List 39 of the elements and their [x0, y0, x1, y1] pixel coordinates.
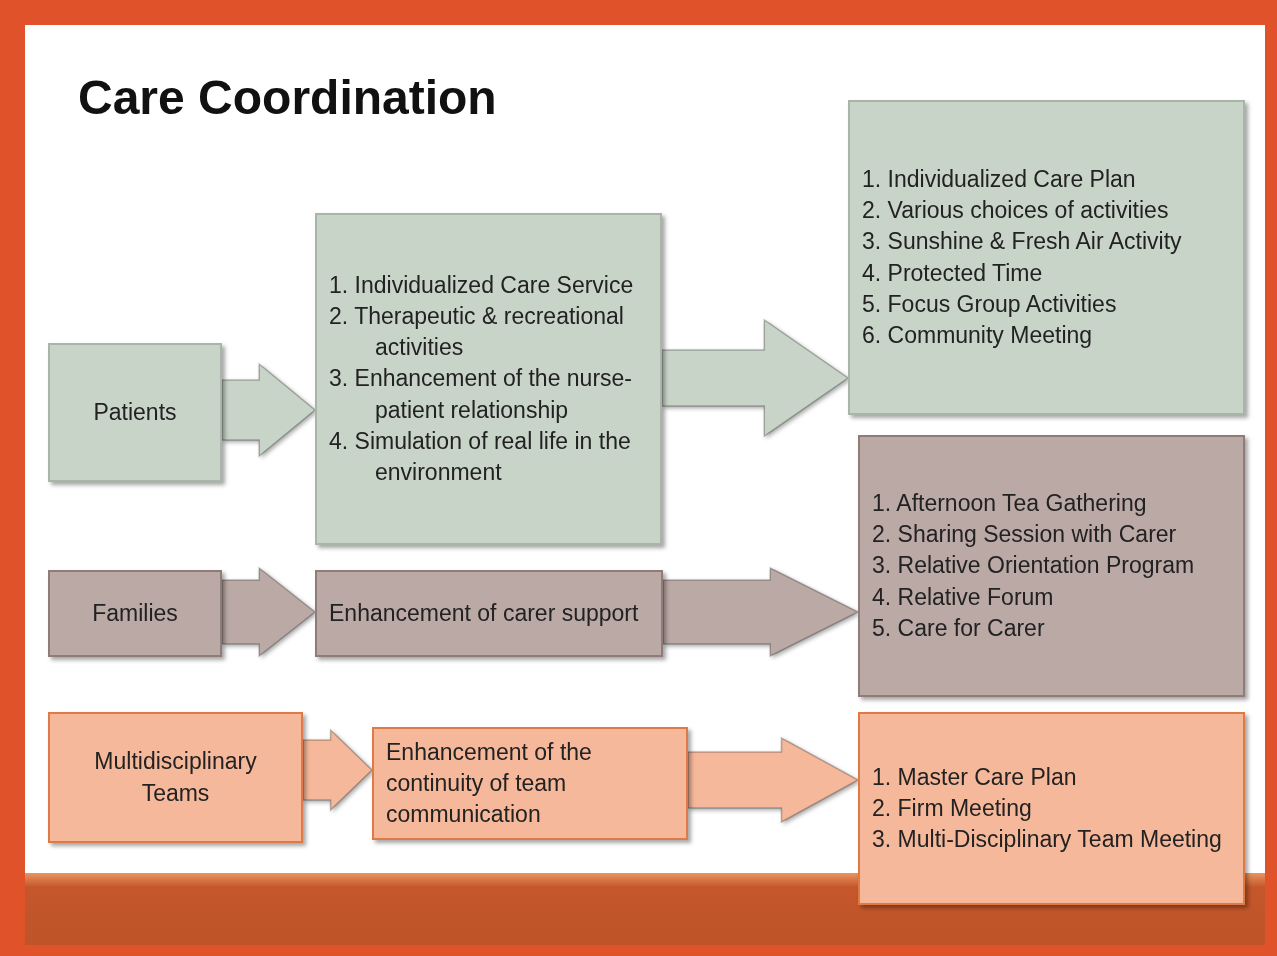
list-item: 2. Therapeutic & recreational activities — [329, 301, 625, 363]
block-arrow — [687, 736, 860, 824]
block-arrow — [221, 566, 317, 658]
list-item: 6. Community Meeting — [862, 321, 1094, 351]
list-item: 5. Care for Carer — [872, 613, 1046, 643]
box-label: Enhancement of carer support — [329, 598, 640, 628]
process-box — [48, 570, 222, 657]
list-item: 4. Protected Time — [862, 258, 1044, 288]
block-arrow — [661, 318, 850, 438]
box-label: Families — [91, 598, 179, 628]
box-label: Multidisciplinary Teams — [93, 747, 258, 808]
process-box — [372, 727, 688, 840]
list-item: 1. Master Care Plan — [872, 762, 1078, 792]
block-arrow — [302, 728, 374, 812]
box-label: Enhancement of the continuity of team communication — [386, 737, 593, 830]
process-box — [48, 712, 303, 843]
list-item: 4. Relative Forum — [872, 582, 1055, 612]
list-item: 4. Simulation of real life in the environment — [329, 426, 632, 488]
list-box — [848, 100, 1245, 415]
list-item: 3. Sunshine & Fresh Air Activity — [862, 227, 1183, 257]
list-item: 1. Afternoon Tea Gathering — [872, 488, 1148, 518]
list-box — [858, 712, 1245, 905]
list-item: 3. Enhancement of the nurse-patient relationship — [329, 364, 634, 425]
block-arrow — [662, 566, 860, 658]
list-box — [858, 435, 1245, 697]
list-item: 2. Sharing Session with Carer — [872, 520, 1178, 550]
list-item: 3. Relative Orientation Program — [872, 551, 1196, 581]
list-item: 1. Individualized Care Plan — [862, 164, 1137, 194]
process-box — [315, 570, 663, 657]
list-item: 2. Firm Meeting — [872, 793, 1033, 823]
list-item: 1. Individualized Care Service — [329, 270, 635, 300]
list-item: 5. Focus Group Activities — [862, 289, 1118, 319]
title: Care Coordination — [78, 70, 497, 125]
box-label: Patients — [92, 397, 178, 427]
list-box — [315, 213, 662, 545]
list-item: 2. Various choices of activities — [862, 195, 1170, 225]
list-item: 3. Multi-Disciplinary Team Meeting — [872, 825, 1223, 855]
block-arrow — [221, 362, 317, 458]
process-box — [48, 343, 222, 482]
